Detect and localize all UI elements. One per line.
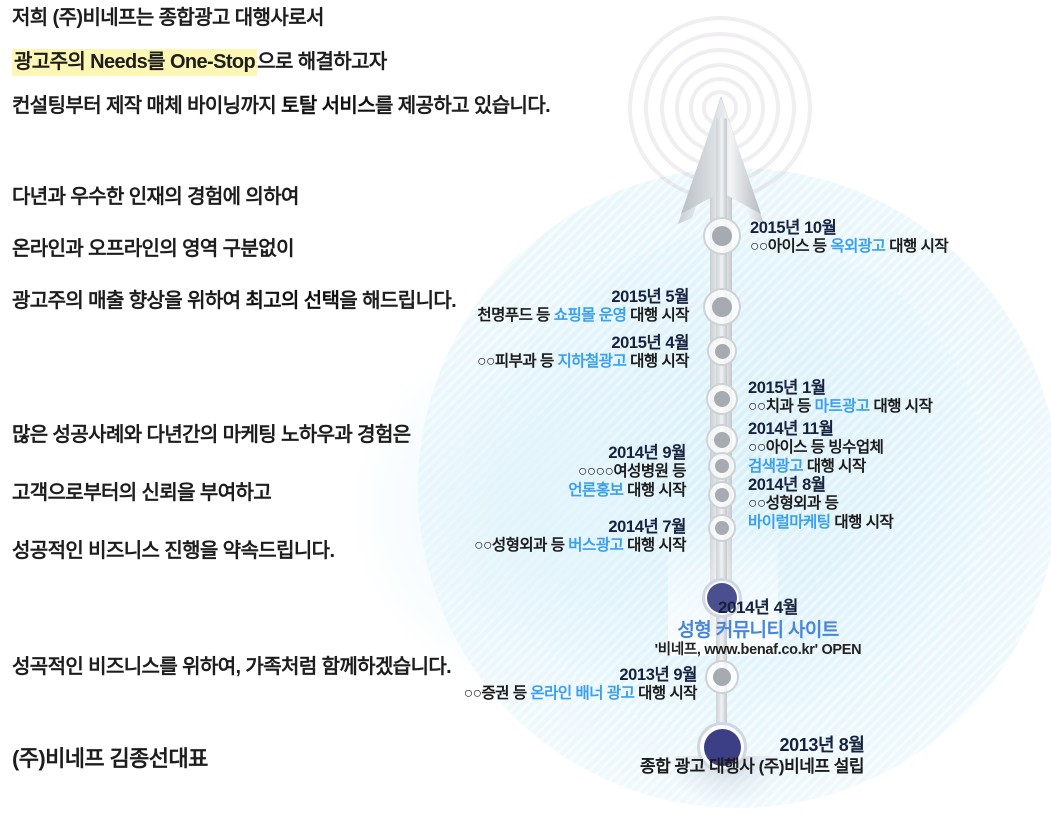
timeline-entry-2013-08[interactable]: 2013년 8월 종합 광고 대행사 (주)비네프 설립 [552, 735, 952, 778]
signature: (주)비네프 김종선대표 [12, 748, 208, 770]
desc-suffix: 대행 시작 [885, 238, 949, 256]
desc-suffix: 대행 시작 [830, 514, 894, 532]
timeline-entry-2014-08[interactable]: 2014년 8월 ○○성형외과 등 바이럴마케팅 대행 시작 [748, 475, 894, 533]
copy-block-2: 다년과 우수한 인재의 경험에 의하여 온라인과 오프라인의 영역 구분없이 광… [12, 186, 457, 312]
timeline-description: 종합 광고 대행사 (주)비네프 설립 [639, 756, 865, 776]
timeline-entry-2014-11[interactable]: 2014년 11월 ○○아이스 등 빙수업체 검색광고 대행 시작 [748, 419, 884, 477]
timeline-date: 2014년 4월 [717, 598, 799, 617]
timeline-date: 2015년 10월 [750, 219, 837, 237]
copy-line: 다년과 우수한 인재의 경험에 의하여 [12, 186, 299, 208]
copy-line: 광고주의 매출 향상을 위하여 [12, 290, 246, 312]
desc-suffix: 대행 시작 [634, 685, 697, 703]
copy-line: 성곡적인 비즈니스를 위하여, 가족처럼 함께하겠습니다. [12, 656, 452, 678]
desc-prefix: ○○성형외과 등 [474, 537, 569, 555]
timeline-node-2013-09[interactable] [705, 660, 739, 694]
timeline-date: 2013년 9월 [619, 666, 697, 684]
timeline-entry-2014-09[interactable]: 2014년 9월 ○○○○여성병원 등 언론홍보 대행 시작 [568, 443, 686, 501]
desc-accent: 온라인 배너 광고 [530, 685, 635, 703]
copy-line-emphasis: 토탈 서비스 [281, 95, 376, 117]
copy-line: 많은 성공사례와 다년간의 마케팅 노하우과 경험은 [12, 424, 411, 446]
copy-line: 성공적인 비즈니스 진행을 약속드립니다. [12, 540, 335, 562]
desc-suffix: 대행 시작 [626, 353, 689, 371]
timeline-description-line1: ○○성형외과 등 [748, 495, 839, 513]
timeline-description: ○○피부과 등 지하철광고 대행 시작 [477, 353, 689, 372]
timeline-node-2014-08[interactable] [708, 481, 736, 509]
desc-accent: 옥외광고 [830, 238, 886, 256]
desc-suffix: 대행 시작 [626, 307, 689, 325]
copy-block-1: 저희 (주)비네프는 종합광고 대행사로서 광고주의 Needs를 One-St… [12, 7, 551, 117]
desc-suffix: 대행 시작 [803, 458, 866, 476]
signature-text: (주)비네프 김종선대표 [12, 746, 208, 771]
timeline-description: ○○성형외과 등 버스광고 대행 시작 [474, 537, 686, 556]
timeline-entry-2014-07[interactable]: 2014년 7월 ○○성형외과 등 버스광고 대행 시작 [474, 517, 686, 556]
timeline-subtext: '비네프, www.benaf.co.kr' OPEN [654, 641, 862, 658]
desc-accent: 언론홍보 [568, 482, 624, 500]
desc-prefix: ○○아이스 등 [750, 238, 831, 256]
timeline-node-2014-07[interactable] [708, 514, 736, 542]
desc-suffix: 대행 시작 [623, 482, 686, 500]
desc-prefix: ○○증권 등 [463, 685, 531, 703]
timeline-date: 2014년 9월 [608, 444, 686, 462]
copy-line-highlight: 광고주의 Needs를 One-Stop [12, 49, 258, 76]
timeline-description: 천명푸드 등 쇼핑몰 운영 대행 시작 [477, 307, 689, 326]
timeline-description-line2: 언론홍보 대행 시작 [568, 482, 686, 501]
desc-accent: 버스광고 [568, 537, 624, 555]
desc-accent: 검색광고 [748, 458, 804, 476]
timeline-description: ○○증권 등 온라인 배너 광고 대행 시작 [463, 685, 698, 704]
timeline-date: 2015년 5월 [611, 288, 689, 306]
timeline-entry-2013-09[interactable]: 2013년 9월 ○○증권 등 온라인 배너 광고 대행 시작 [463, 665, 698, 704]
timeline-node-2015-04[interactable] [707, 336, 737, 366]
desc-accent: 바이럴마케팅 [748, 514, 831, 532]
desc-accent: 쇼핑몰 운영 [553, 307, 627, 325]
copy-line: 고객으로부터의 신뢰을 부여하고 [12, 482, 272, 504]
timeline-node-2014-09[interactable] [708, 452, 736, 480]
desc-prefix: ○○치과 등 [748, 398, 815, 416]
copy-block-4: 성곡적인 비즈니스를 위하여, 가족처럼 함께하겠습니다. [12, 656, 452, 678]
desc-prefix: 천명푸드 등 [477, 307, 554, 325]
timeline-description-line2: 바이럴마케팅 대행 시작 [748, 514, 894, 533]
timeline-node-2015-10[interactable] [703, 217, 741, 255]
copy-line: 저희 (주)비네프는 종합광고 대행사로서 [12, 7, 324, 29]
timeline-node-2013-08[interactable] [697, 722, 747, 772]
timeline-node-2015-05[interactable] [703, 288, 741, 326]
copy-line: 을 해드립니다. [339, 290, 457, 312]
copy-line: 으로 해결하고자 [257, 51, 387, 73]
timeline-node-2014-11[interactable] [706, 424, 738, 456]
desc-prefix: ○○피부과 등 [477, 353, 558, 371]
timeline-date: 2014년 7월 [608, 518, 686, 536]
timeline-entry-2015-10[interactable]: 2015년 10월 ○○아이스 등 옥외광고 대행 시작 [750, 218, 949, 257]
timeline-description: ○○아이스 등 옥외광고 대행 시작 [750, 238, 949, 257]
copy-line: 컨설팅부터 제작 매체 바이닝까지 [12, 95, 282, 117]
timeline-entry-2015-05[interactable]: 2015년 5월 천명푸드 등 쇼핑몰 운영 대행 시작 [477, 287, 689, 326]
timeline-date: 2014년 8월 [748, 476, 826, 494]
timeline-node-2014-04[interactable] [702, 578, 742, 618]
desc-accent: 마트광고 [814, 398, 871, 416]
timeline-date: 2014년 11월 [748, 420, 834, 438]
timeline-entry-2014-04[interactable]: 2014년 4월 성형 커뮤니티 사이트 '비네프, www.benaf.co.… [548, 598, 968, 660]
timeline-node-2015-01[interactable] [706, 383, 738, 415]
timeline-headline: 성형 커뮤니티 사이트 [677, 619, 839, 641]
timeline-date: 2015년 4월 [611, 334, 689, 352]
timeline-description-line2: 검색광고 대행 시작 [748, 458, 883, 477]
timeline-description-line1: ○○아이스 등 빙수업체 [748, 439, 884, 457]
copy-line: 온라인과 오프라인의 영역 구분없이 [12, 238, 294, 260]
timeline-entry-2015-01[interactable]: 2015년 1월 ○○치과 등 마트광고 대행 시작 [748, 378, 933, 417]
copy-line: 를 제공하고 있습니다. [375, 95, 551, 117]
timeline-description: ○○치과 등 마트광고 대행 시작 [748, 398, 933, 417]
copy-block-3: 많은 성공사례와 다년간의 마케팅 노하우과 경험은 고객으로부터의 신뢰을 부… [12, 425, 411, 561]
timeline-description-line1: ○○○○여성병원 등 [577, 463, 687, 481]
desc-suffix: 대행 시작 [623, 537, 686, 555]
timeline-date: 2015년 1월 [748, 379, 826, 397]
desc-suffix: 대행 시작 [869, 398, 933, 416]
copy-line-emphasis: 최고의 선택 [245, 290, 340, 312]
desc-accent: 지하철광고 [557, 353, 627, 371]
timeline-entry-2015-04[interactable]: 2015년 4월 ○○피부과 등 지하철광고 대행 시작 [477, 333, 689, 372]
timeline-date: 2013년 8월 [779, 735, 865, 755]
